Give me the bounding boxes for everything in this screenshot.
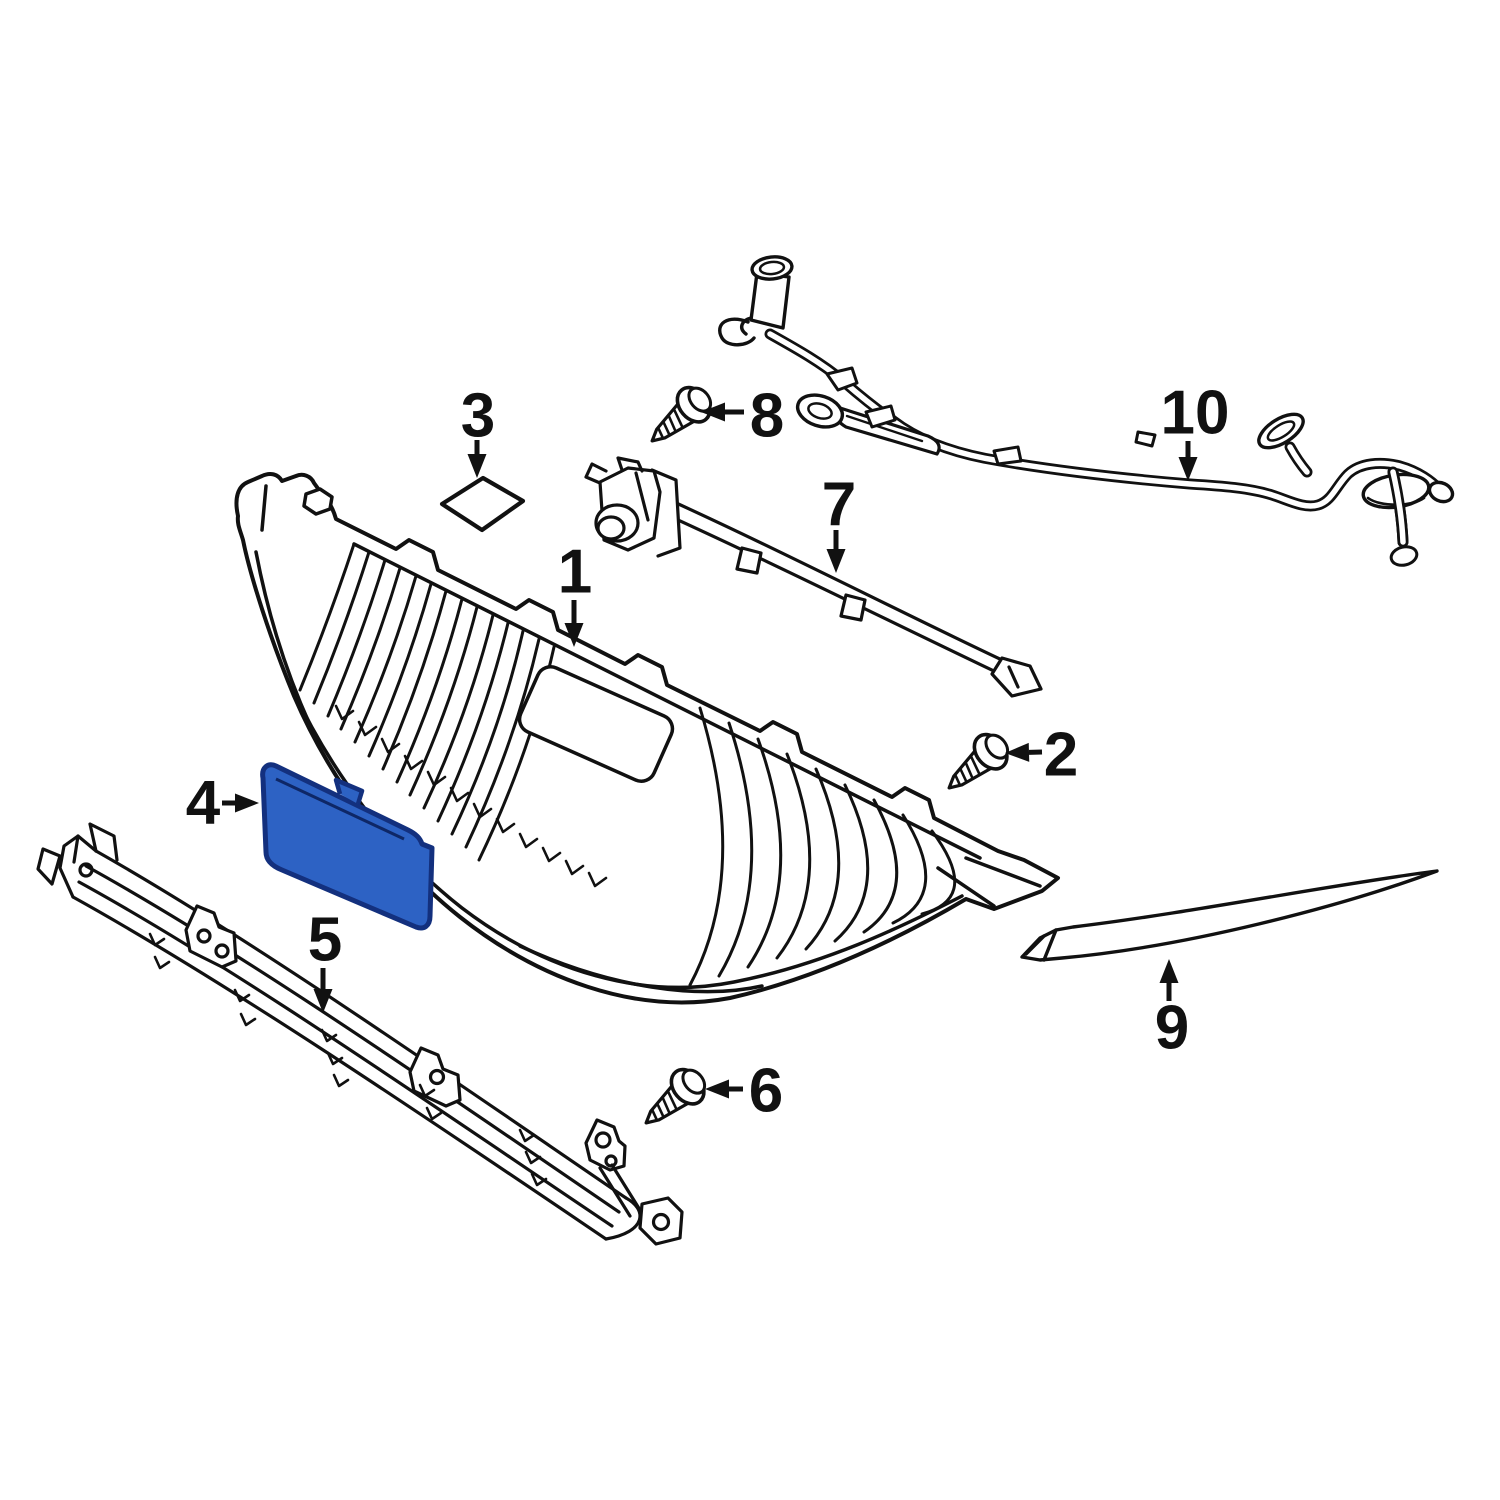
callout-number: 4 <box>186 769 221 838</box>
callout-arrowhead <box>826 549 846 573</box>
harness-loop <box>795 393 941 456</box>
callout-number: 10 <box>1161 379 1230 448</box>
callout-arrowhead <box>1159 959 1179 983</box>
callout-number: 1 <box>558 538 592 607</box>
harness-clips <box>825 366 1157 466</box>
cover-body <box>260 762 435 931</box>
callout-arrowhead <box>313 989 333 1013</box>
callout-3: 3 <box>461 382 495 478</box>
part-7-bracket-strip-drawing <box>584 456 1043 698</box>
grille-license-opening <box>517 665 675 783</box>
callout-arrowhead <box>1005 742 1030 762</box>
grille-teeth-row <box>334 704 608 888</box>
part-2-screw <box>934 724 1018 804</box>
callout-arrowhead <box>701 402 725 422</box>
callout-number: 3 <box>461 382 495 451</box>
callout-arrowhead <box>705 1079 729 1099</box>
cover-highlight-line <box>275 777 405 841</box>
callout-number: 2 <box>1044 721 1078 790</box>
callout-4: 4 <box>186 769 259 838</box>
lower-grille-ticks <box>148 932 548 1187</box>
part-5-lower-grille-drawing <box>36 822 684 1246</box>
grille-right-slats <box>688 706 957 987</box>
part-6-screw <box>631 1059 715 1139</box>
camera-sensor-icon <box>584 456 682 558</box>
callout-number: 6 <box>749 1057 783 1126</box>
part-4-highlighted-cover <box>260 762 435 931</box>
part-9-molding-drawing <box>1020 869 1439 962</box>
callout-6: 6 <box>705 1057 783 1126</box>
callout-5: 5 <box>308 906 342 1013</box>
callout-7: 7 <box>822 471 856 573</box>
callout-number: 5 <box>308 906 342 975</box>
cover-tab <box>333 777 365 805</box>
callout-arrowhead <box>467 454 487 478</box>
part-1-grille-drawing <box>234 471 1060 1005</box>
harness-top-connector <box>718 255 794 347</box>
callout-9: 9 <box>1155 959 1189 1063</box>
callout-number: 7 <box>822 471 856 540</box>
callout-1: 1 <box>558 538 592 647</box>
callout-arrowhead <box>1178 457 1198 481</box>
callout-number: 9 <box>1155 994 1189 1063</box>
callout-2: 2 <box>1005 721 1078 790</box>
part-10-wiring-harness-drawing <box>718 255 1455 567</box>
callout-10: 10 <box>1161 379 1230 481</box>
part-3-emblem-drawing <box>439 475 526 533</box>
callout-number: 8 <box>750 382 784 451</box>
callout-layer: 1 2 3 4 5 6 78 9 10 <box>186 379 1230 1126</box>
callout-arrowhead <box>564 623 584 647</box>
callout-arrowhead <box>235 793 259 813</box>
part-8-screw <box>637 377 721 457</box>
grille-left-slats <box>298 542 556 862</box>
callout-8: 8 <box>701 382 784 451</box>
